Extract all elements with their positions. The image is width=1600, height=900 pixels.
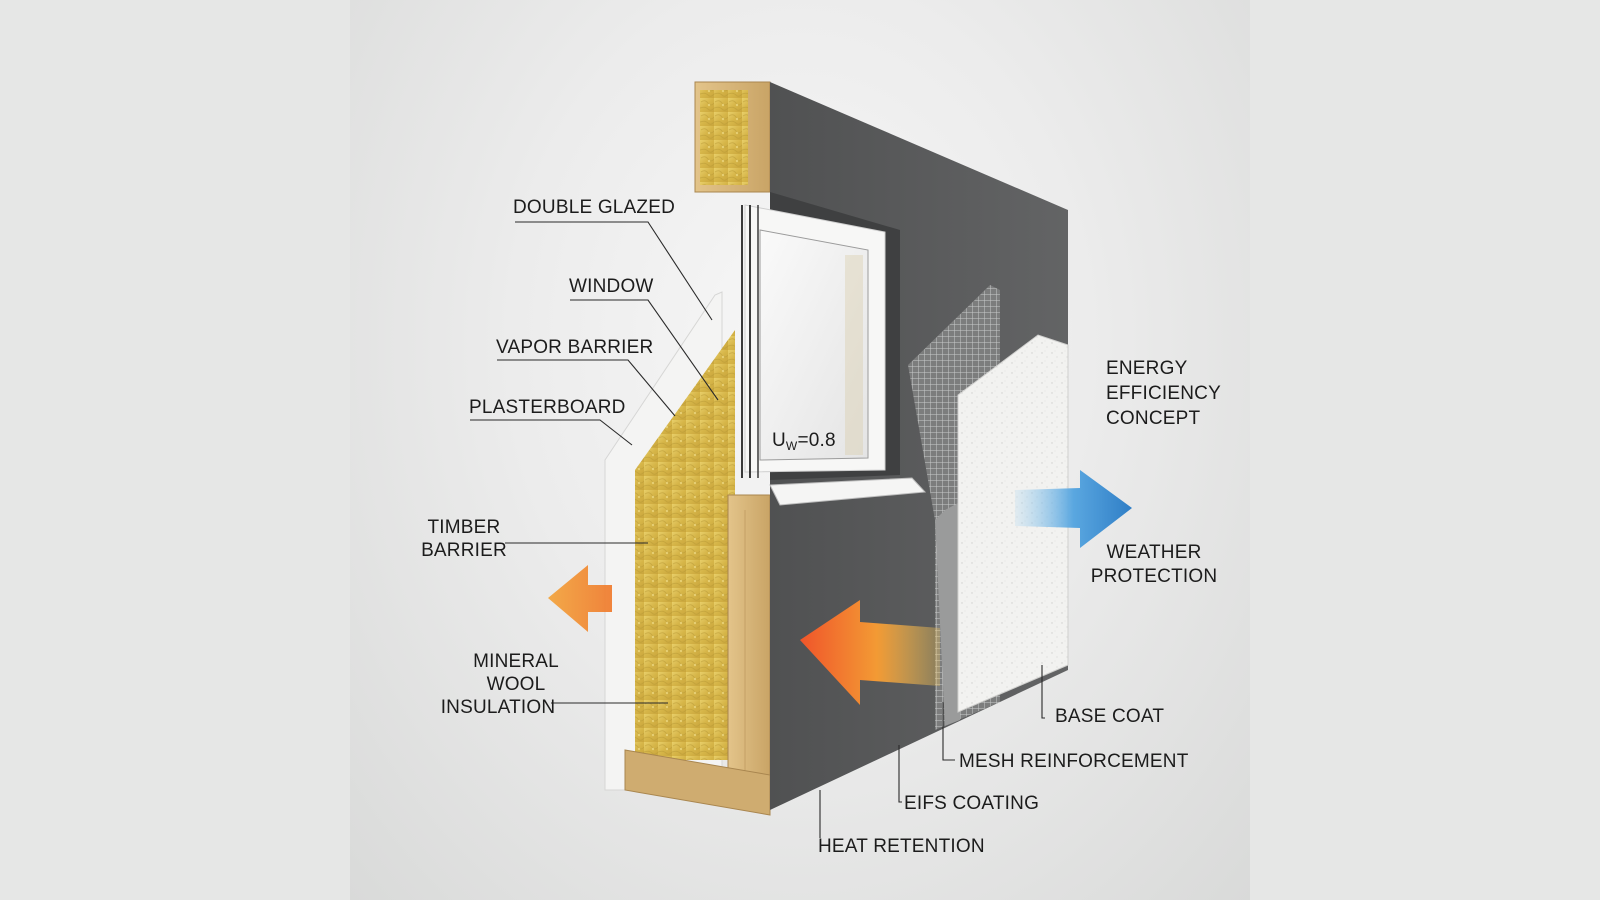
- label-plasterboard: PLASTERBOARD: [469, 397, 626, 418]
- label-eifs-coating: EIFS COATING: [904, 793, 1039, 814]
- label-window: WINDOW: [569, 276, 654, 297]
- left-background-band: [0, 0, 350, 900]
- label-timber-barrier-line1: TIMBER: [428, 517, 501, 538]
- label-mineral-wool-line2: WOOL: [487, 674, 546, 695]
- eifs-coating-layer: [935, 502, 960, 726]
- label-heat-retention: HEAT RETENTION: [818, 836, 985, 857]
- label-weather-protection-line1: WEATHER: [1107, 542, 1202, 563]
- timber-stud: [727, 494, 771, 796]
- timber-sill-plate: [624, 749, 771, 816]
- leader-lines: [470, 221, 1045, 838]
- header-insulation: [700, 90, 748, 185]
- window-sill: [769, 477, 927, 506]
- label-base-coat: BASE COAT: [1055, 706, 1164, 727]
- heat-retention-arrow: [800, 600, 940, 705]
- right-background-band: [1250, 0, 1600, 900]
- label-vapor-barrier: VAPOR BARRIER: [496, 337, 653, 358]
- heat-loss-arrow: [548, 565, 612, 632]
- label-mineral-wool-line1: MINERAL: [473, 651, 559, 672]
- label-mesh-reinforcement: MESH REINFORCEMENT: [959, 751, 1189, 772]
- label-double-glazed: DOUBLE GLAZED: [513, 197, 675, 218]
- label-weather-protection-line2: PROTECTION: [1091, 566, 1218, 587]
- weather-arrow: [1015, 470, 1132, 548]
- label-energy-efficiency-line1: ENERGY: [1106, 358, 1188, 379]
- label-energy-efficiency-line2: EFFICIENCY: [1106, 383, 1221, 404]
- mineral-wool-layer: [635, 330, 735, 760]
- label-timber-barrier-line2: BARRIER: [421, 540, 507, 561]
- window-glass: [759, 229, 869, 461]
- label-mineral-wool-line3: INSULATION: [441, 697, 556, 718]
- u-value-label: UW=0.8: [772, 430, 836, 453]
- label-energy-efficiency-line3: CONCEPT: [1106, 408, 1200, 429]
